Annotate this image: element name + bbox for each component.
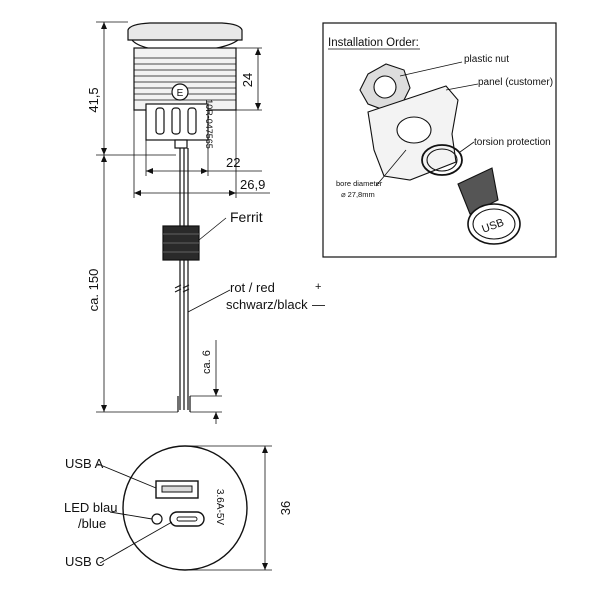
cable-stub (174, 139, 188, 149)
panel-bore (396, 116, 432, 144)
plastic-nut-label: plastic nut (464, 54, 509, 65)
usb-c-leader (99, 521, 173, 564)
wire-leader (187, 289, 231, 313)
usb-c-label: USB C (65, 554, 105, 569)
usb-a-leader (97, 463, 157, 489)
torsion-ring (421, 144, 463, 176)
socket-body (457, 167, 499, 215)
usb-c-tongue (176, 516, 198, 522)
led-label-line2: /blue (78, 516, 106, 531)
nut-leader (399, 61, 463, 77)
installation-title: Installation Order: (328, 37, 419, 49)
wire-red-label: rot / red (230, 280, 275, 295)
slot-3 (187, 107, 197, 135)
dim-front-diameter: 36 (278, 501, 293, 515)
approval-mark: E (177, 88, 184, 99)
side-view (127, 22, 243, 412)
led-indicator (151, 513, 163, 525)
panel-label: panel (customer) (478, 77, 553, 88)
usb-c-port (169, 511, 205, 527)
panel-leader (445, 83, 479, 91)
socket-face (472, 208, 516, 240)
dimension-lines (96, 21, 270, 424)
dim-stripped-end: ca. 6 (201, 350, 213, 374)
nut-hole (373, 75, 397, 99)
approval-mark-circle (171, 83, 189, 101)
bore-leader (375, 149, 407, 187)
dim-inner-width: 22 (226, 155, 240, 170)
threaded-body (133, 47, 237, 111)
bore-label-line2: ⌀ 27,8mm (341, 190, 375, 199)
ferrit-leader (198, 217, 227, 241)
front-outer-circle (122, 445, 248, 571)
installation-illustration (359, 61, 521, 245)
torsion-leader (459, 141, 475, 153)
dim-top-height: 24 (240, 73, 255, 87)
usb-a-label: USB A (65, 456, 104, 471)
torsion-label: torsion protection (474, 137, 551, 148)
dim-cable-length: ca. 150 (86, 269, 101, 312)
plus-label: + (315, 281, 321, 293)
break-marks (174, 284, 190, 293)
led-leader (109, 511, 153, 520)
minus-label: — (312, 297, 325, 312)
product-code: 10R-047565 (204, 99, 214, 149)
front-view (97, 445, 272, 571)
slot-1 (155, 107, 165, 135)
socket-head (467, 203, 521, 245)
torsion-ring-inner (426, 148, 458, 172)
top-cap (127, 22, 243, 41)
rating-label: 3.6A-5V (214, 489, 225, 525)
bore-label-line1: bore diameter (336, 179, 383, 188)
led-label-line1: LED blau (64, 500, 117, 515)
dim-total-height: 41,5 (86, 87, 101, 112)
wire-black-label: schwarz/black (226, 297, 308, 312)
ferrit-label: Ferrit (230, 209, 263, 225)
usb-a-tongue (161, 485, 193, 493)
slot-2 (171, 107, 181, 135)
thread-lines (134, 57, 236, 101)
dim-outer-width: 26,9 (240, 177, 265, 192)
